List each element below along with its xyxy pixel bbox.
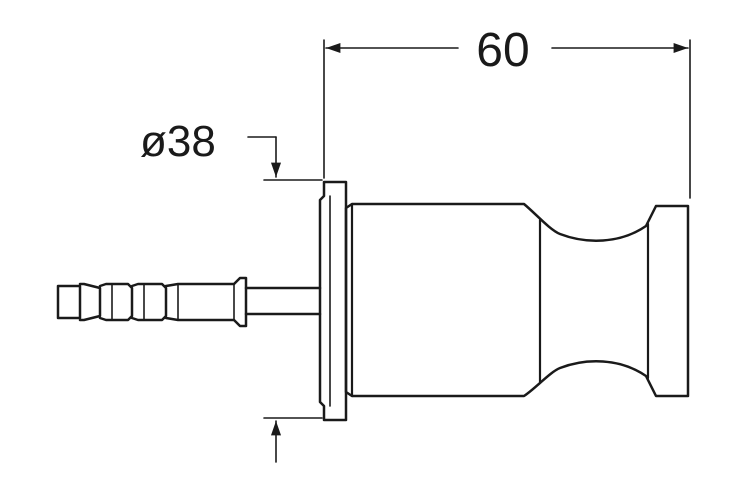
connector-body <box>164 276 248 328</box>
connector-rib <box>98 282 134 322</box>
connector-rib <box>130 282 168 322</box>
spindle <box>244 286 322 316</box>
diameter-label: ø38 <box>140 117 216 166</box>
diameter-dimension: ø38 <box>140 117 323 463</box>
handle-outline <box>344 202 690 398</box>
connector-rib <box>78 282 102 322</box>
connector-rib <box>56 284 82 320</box>
escutcheon-plate <box>318 180 348 422</box>
handle-knob <box>344 202 690 398</box>
hose-connector <box>56 276 248 328</box>
length-label: 60 <box>476 24 529 77</box>
length-dimension: 60 <box>323 24 691 199</box>
